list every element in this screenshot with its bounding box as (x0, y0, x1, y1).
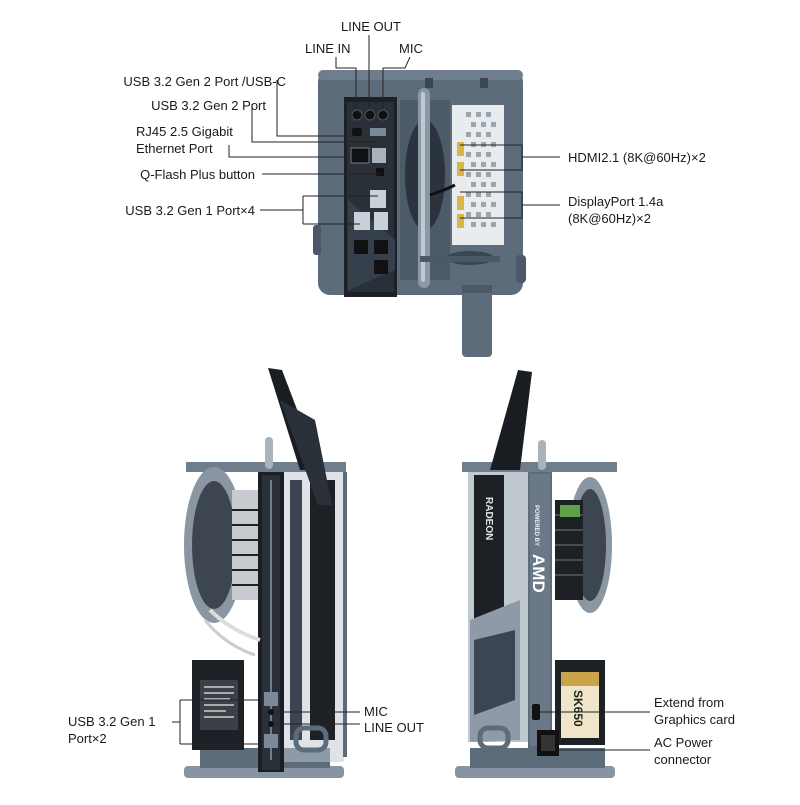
label-front-line-out: LINE OUT (364, 720, 424, 735)
label-ac-power: AC Power connector (654, 735, 713, 767)
front-view-leader-lines (172, 699, 360, 745)
label-extend-graphics: Extend from Graphics card (654, 695, 735, 727)
top-view-case (313, 70, 526, 357)
label-usb-gen2: USB 3.2 Gen 2 Port (151, 98, 266, 113)
label-usb-gen1-x2: USB 3.2 Gen 1 Port×2 (68, 714, 156, 746)
front-view-case (184, 368, 347, 778)
label-rj45: RJ45 2.5 Gigabit Ethernet Port (136, 124, 233, 156)
top-view-leader-lines (228, 35, 560, 225)
label-hdmi: HDMI2.1 (8K@60Hz)×2 (568, 150, 706, 165)
powered-by-text: POWERED BY (533, 505, 539, 546)
label-line-out: LINE OUT (341, 19, 401, 34)
label-mic: MIC (399, 41, 423, 56)
rear-view-case (455, 370, 617, 778)
label-front-mic: MIC (364, 704, 388, 719)
radeon-text: RADEON (483, 497, 494, 540)
rear-view-leader-lines (540, 711, 650, 751)
label-usb-gen1-x4: USB 3.2 Gen 1 Port×4 (125, 203, 255, 218)
label-displayport: DisplayPort 1.4a (8K@60Hz)×2 (568, 194, 664, 226)
label-line-in: LINE IN (305, 41, 351, 56)
amd-logo-text: AMD (529, 554, 548, 593)
label-qflash: Q-Flash Plus button (140, 167, 255, 182)
psu-model-text: SK650 (571, 690, 585, 727)
label-usb-c: USB 3.2 Gen 2 Port /USB-C (123, 74, 286, 89)
